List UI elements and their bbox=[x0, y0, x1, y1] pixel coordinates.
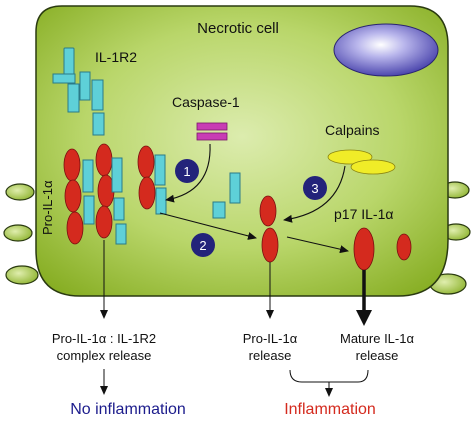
il1r2-domain bbox=[82, 159, 94, 193]
processing-arrow bbox=[286, 236, 349, 254]
il1r2-domain bbox=[83, 195, 95, 225]
caspase-subunit bbox=[196, 122, 228, 131]
step-marker-3: 3 bbox=[303, 176, 327, 200]
il1r2-domain bbox=[52, 73, 76, 84]
calpains-label: Calpains bbox=[325, 122, 379, 138]
calpains-enzyme bbox=[327, 149, 396, 175]
pro-il1a-domain bbox=[63, 148, 81, 182]
n-terminal-fragment bbox=[396, 233, 412, 261]
il1r2-domain bbox=[79, 71, 91, 101]
pro-il1a-domain bbox=[95, 143, 113, 177]
pro-il1a-il1r2-complexes bbox=[63, 143, 167, 245]
il1r2-domain bbox=[111, 157, 123, 193]
caspase-subunit bbox=[196, 132, 228, 141]
il1r2-domain bbox=[91, 79, 104, 111]
bleb bbox=[5, 265, 39, 285]
complex-release-line1: Pro-IL-1α : IL-1R2 bbox=[52, 331, 156, 346]
pathway-arrows bbox=[159, 143, 349, 254]
il1r2-domain bbox=[113, 197, 125, 221]
calpain-cleavage-arrow bbox=[283, 165, 346, 223]
il1r2-domain bbox=[67, 83, 80, 113]
il1r2-domain bbox=[229, 172, 241, 204]
complex-release-line2: complex release bbox=[57, 348, 152, 363]
necrotic-cell-body bbox=[35, 5, 449, 297]
svg-text:3: 3 bbox=[311, 181, 318, 196]
inflammation-label: Inflammation bbox=[284, 401, 376, 418]
step-marker-1: 1 bbox=[175, 159, 199, 183]
bracket bbox=[289, 369, 369, 383]
pro-il1a-domain bbox=[64, 179, 82, 213]
il1r2-label: IL-1R2 bbox=[95, 49, 137, 65]
no-inflammation-label: No inflammation bbox=[70, 401, 186, 418]
svg-text:2: 2 bbox=[199, 238, 206, 253]
mature-release-line2: release bbox=[356, 348, 399, 363]
cell-title: Necrotic cell bbox=[197, 20, 279, 37]
p17-label: p17 IL-1α bbox=[334, 206, 393, 222]
il1r2-domain bbox=[155, 187, 167, 215]
caspase-cleavage-arrow bbox=[165, 143, 211, 203]
complex-dissociation-arrow bbox=[159, 212, 257, 240]
pro-il1a-domain bbox=[261, 227, 279, 263]
pro-il1a-domain bbox=[259, 195, 277, 227]
release-arrows bbox=[100, 240, 372, 326]
bleb bbox=[3, 224, 33, 242]
calpain bbox=[327, 149, 373, 165]
pro-il1a-domain bbox=[137, 145, 155, 179]
caspase-1-enzyme bbox=[196, 122, 228, 141]
mature-il1a bbox=[353, 227, 412, 271]
il1r2-domain bbox=[63, 47, 75, 77]
free-il1r2 bbox=[212, 172, 241, 219]
pro-il1a-domain bbox=[138, 176, 156, 210]
caspase-1-label: Caspase-1 bbox=[172, 94, 240, 110]
inflammation-bracket bbox=[100, 369, 369, 397]
pro-release-line2: release bbox=[249, 348, 292, 363]
svg-text:1: 1 bbox=[183, 164, 190, 179]
step-marker-2: 2 bbox=[191, 233, 215, 257]
il1r2-domain bbox=[154, 154, 166, 186]
il1r2-domain bbox=[92, 112, 105, 136]
il1r2-receptor-group bbox=[52, 47, 105, 136]
bleb bbox=[5, 183, 35, 201]
pro-il1a-vertical-label: Pro-IL-1α bbox=[40, 180, 55, 235]
il1r2-domain bbox=[212, 201, 226, 219]
nucleus bbox=[333, 23, 439, 77]
mature-release-arrowhead bbox=[356, 310, 372, 326]
il1r2-domain bbox=[115, 223, 127, 245]
p17-il1a bbox=[353, 227, 375, 271]
pro-il1a-domain bbox=[95, 205, 113, 239]
pro-il1a-domain bbox=[66, 211, 84, 245]
calpain bbox=[350, 159, 396, 175]
mature-release-line1: Mature IL-1α bbox=[340, 331, 414, 346]
pro-release-line1: Pro-IL-1α bbox=[243, 331, 298, 346]
